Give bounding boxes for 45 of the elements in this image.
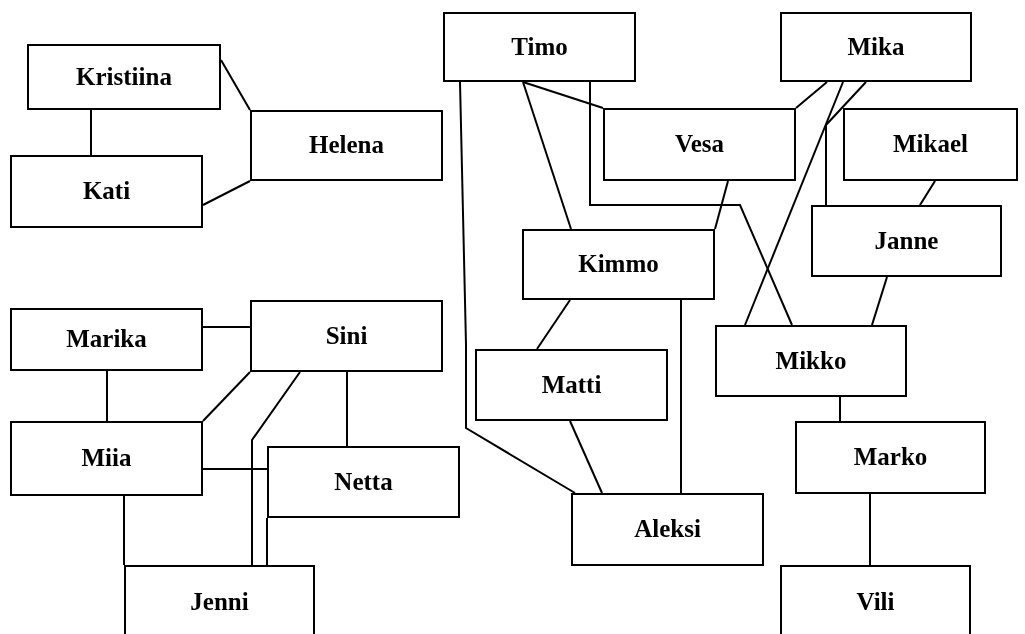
connector-line bbox=[589, 81, 793, 326]
name-box bbox=[10, 155, 203, 228]
name-box bbox=[10, 308, 203, 371]
connector-line bbox=[869, 493, 871, 566]
connector-line bbox=[522, 81, 604, 109]
connector-line bbox=[680, 299, 682, 494]
connector-line bbox=[744, 81, 844, 326]
name-box bbox=[811, 205, 1002, 277]
connector-line bbox=[266, 517, 268, 566]
connector-line bbox=[202, 468, 268, 470]
name-box bbox=[443, 12, 636, 82]
name-box bbox=[843, 108, 1018, 181]
name-box bbox=[250, 110, 443, 181]
connector-line bbox=[569, 420, 603, 494]
name-box bbox=[522, 229, 715, 300]
name-box bbox=[124, 565, 315, 634]
connector-line bbox=[106, 370, 108, 422]
name-box bbox=[780, 565, 971, 634]
name-box bbox=[250, 300, 443, 372]
name-box bbox=[715, 325, 907, 397]
connector-line bbox=[714, 180, 729, 230]
connector-line bbox=[251, 371, 301, 566]
connector-line bbox=[202, 326, 251, 328]
name-box bbox=[571, 493, 764, 566]
connector-line bbox=[825, 81, 867, 206]
name-box bbox=[795, 421, 986, 494]
connector-line bbox=[522, 81, 572, 230]
name-box bbox=[267, 446, 460, 518]
connector-line bbox=[459, 81, 576, 494]
name-box bbox=[780, 12, 972, 82]
connector-line bbox=[123, 495, 125, 566]
connector-line bbox=[795, 81, 828, 109]
name-box bbox=[475, 349, 668, 421]
connector-line bbox=[346, 371, 348, 447]
connector-line bbox=[90, 109, 92, 156]
connector-line bbox=[839, 396, 841, 422]
connector-line bbox=[919, 180, 936, 206]
name-box bbox=[603, 108, 796, 181]
connector-line bbox=[871, 276, 888, 326]
name-box bbox=[10, 421, 203, 496]
connector-line bbox=[202, 371, 251, 422]
connector-line bbox=[220, 59, 251, 111]
connector-line bbox=[536, 299, 571, 350]
name-box bbox=[27, 44, 221, 110]
connector-line bbox=[202, 180, 251, 206]
